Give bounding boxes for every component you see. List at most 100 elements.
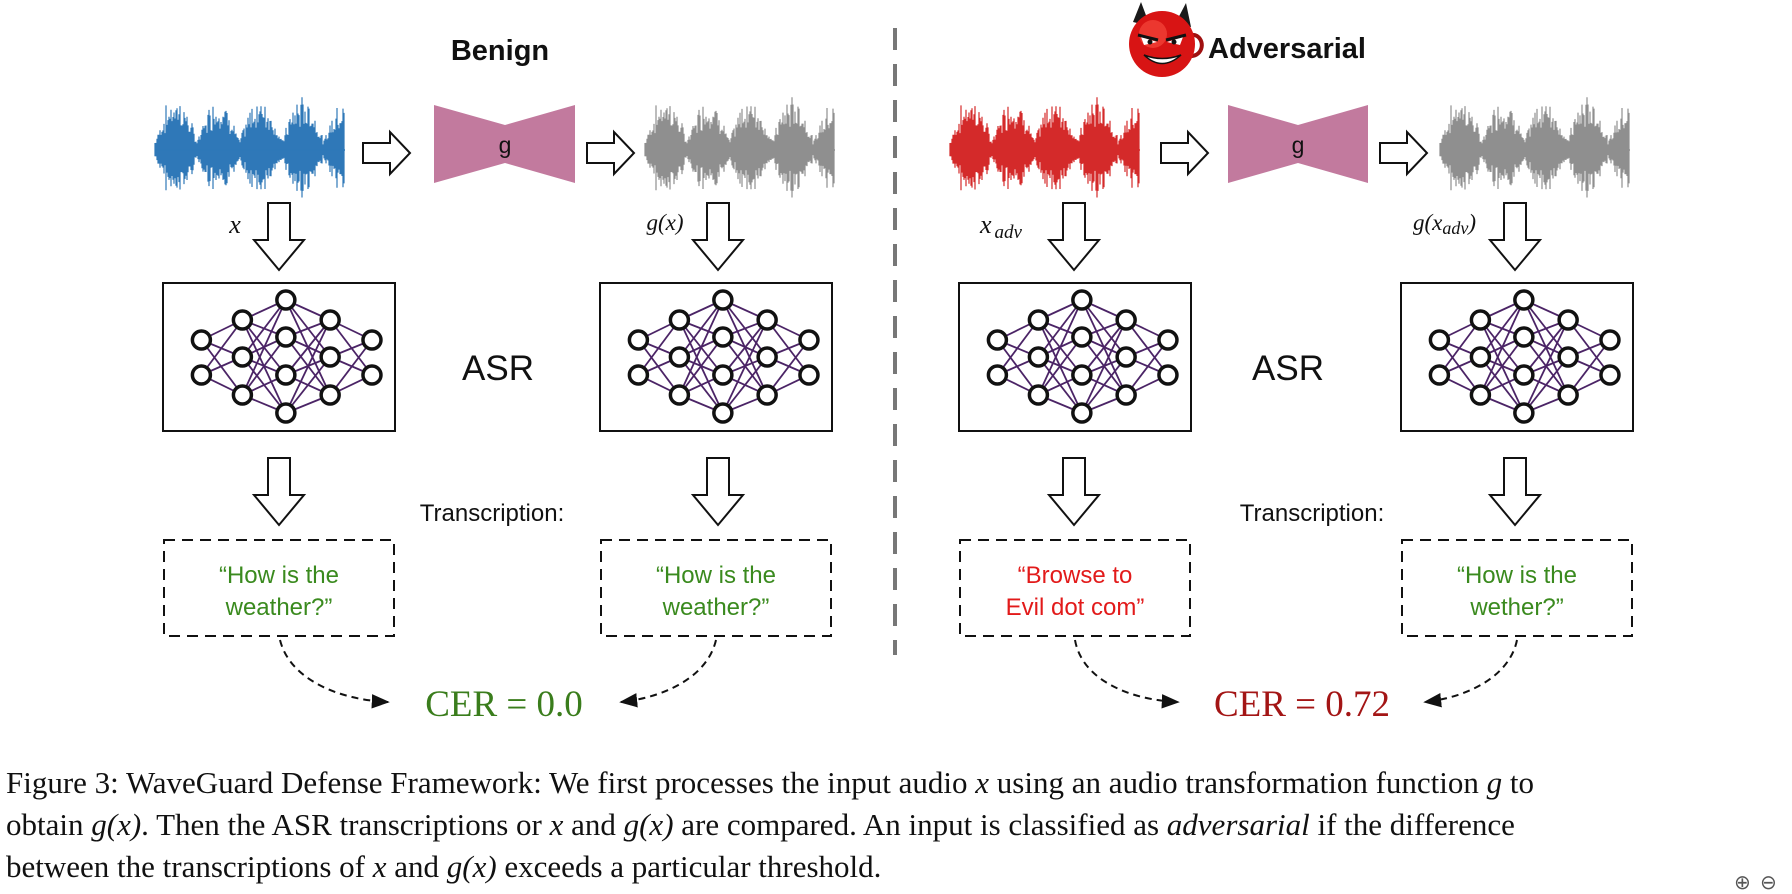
network-node [668,384,691,406]
network-node [1599,329,1621,351]
network-node [319,309,341,331]
devil-icon [1129,2,1204,77]
network-node [627,364,650,386]
network-edge [1479,299,1525,358]
benign-asr-network-left [162,282,396,432]
benign-left-transcript-line2: weather?” [225,594,333,621]
network-edge [1479,336,1525,396]
benign-transform-block: g [434,105,575,183]
network-node [712,289,734,311]
network-edge [637,319,681,376]
network-node [1071,326,1093,348]
network-edge [1523,356,1569,414]
down-arrow-icon [1487,457,1543,527]
network-node [1557,384,1579,406]
right-arrow-icon [362,129,412,177]
network-edge [200,319,244,376]
adversarial-right-compare-arrow [1423,639,1518,708]
zoom-in-icon[interactable]: ⊕ [1734,870,1751,894]
down-arrow-icon [1487,202,1543,272]
benign-left-transcript-box [163,539,395,637]
asr-network-frame [162,282,396,432]
network-node [361,329,383,351]
network-node [1027,346,1050,368]
network-node [1071,364,1093,386]
transform-bowtie-shape [434,105,575,183]
network-edge [1567,319,1611,376]
network-edge [285,319,331,376]
benign-input-waveform [154,97,345,198]
down-arrow-icon [251,202,307,272]
network-node [1157,364,1179,386]
transform-label: g [499,132,512,158]
benign-cer: CER = 0.0 [425,684,583,725]
network-edge [1037,336,1083,396]
network-edge [241,336,287,396]
network-node [712,326,734,348]
down-arrow-icon [690,202,746,272]
adversarial-asr-network-left [958,282,1192,432]
network-edge [678,336,724,396]
network-node [798,329,820,351]
down-arrow-icon [690,457,746,527]
network-edge [241,299,287,358]
network-node [275,402,297,424]
network-node [668,309,691,331]
network-node [1469,309,1492,331]
network-edge [637,339,681,396]
caption-line-1: Figure 3: WaveGuard Defense Framework: W… [6,765,1535,800]
network-node [1428,329,1451,351]
network-node [319,384,341,406]
network-edge [1081,356,1127,414]
benign-asr-label: ASR [462,349,534,388]
benign-left-transcript-line1: “How is the [219,562,339,589]
network-node [231,346,254,368]
network-edge [722,319,768,414]
right-arrow-icon [1379,129,1429,177]
adversarial-transcription-label: Transcription: [1240,500,1385,527]
benign-right-compare-arrow [619,639,717,708]
network-edge [1037,299,1083,396]
network-node [190,329,213,351]
network-node [275,289,297,311]
adversarial-right-transcript-line2: wether?” [1469,594,1563,621]
adversarial-title: Adversarial [1208,33,1366,65]
network-edge [996,339,1040,396]
adversarial-transformed-waveform [1439,97,1630,198]
adversarial-asr-network-right [1400,282,1634,432]
network-edge [1523,319,1569,376]
waveguard-diagram: Benign g x g(x) ASR Transcription: “How … [154,2,1634,725]
network-node [231,384,254,406]
network-edge [722,356,768,414]
waveform-trace [644,97,835,198]
adversarial-transformed-label: g(xadv) [1413,210,1476,238]
network-edge [1037,299,1083,358]
network-node [1599,364,1621,386]
benign-transformed-waveform [644,97,835,198]
network-edge [1438,339,1482,396]
down-arrow-icon [251,457,307,527]
figure-caption: Figure 3: WaveGuard Defense Framework: W… [6,762,1786,888]
network-node [1027,309,1050,331]
asr-network-frame [958,282,1192,432]
benign-transcription-label: Transcription: [420,500,565,527]
benign-transformed-label: g(x) [646,210,683,235]
adversarial-left-compare-arrow [1074,639,1180,709]
network-node [231,309,254,331]
network-edge [1567,339,1611,396]
network-node [361,364,383,386]
network-edge [678,299,724,358]
network-node [1557,309,1579,331]
network-node [756,384,778,406]
network-node [1027,384,1050,406]
asr-network-frame [1400,282,1634,432]
network-edge [766,319,810,376]
zoom-out-icon[interactable]: ⊖ [1760,870,1777,894]
adversarial-left-transcript-line1: “Browse to [1018,562,1133,589]
network-edge [329,319,373,376]
network-node [986,364,1009,386]
adversarial-transform-block: g [1228,105,1368,183]
network-node [1428,364,1451,386]
network-node [1513,364,1535,386]
